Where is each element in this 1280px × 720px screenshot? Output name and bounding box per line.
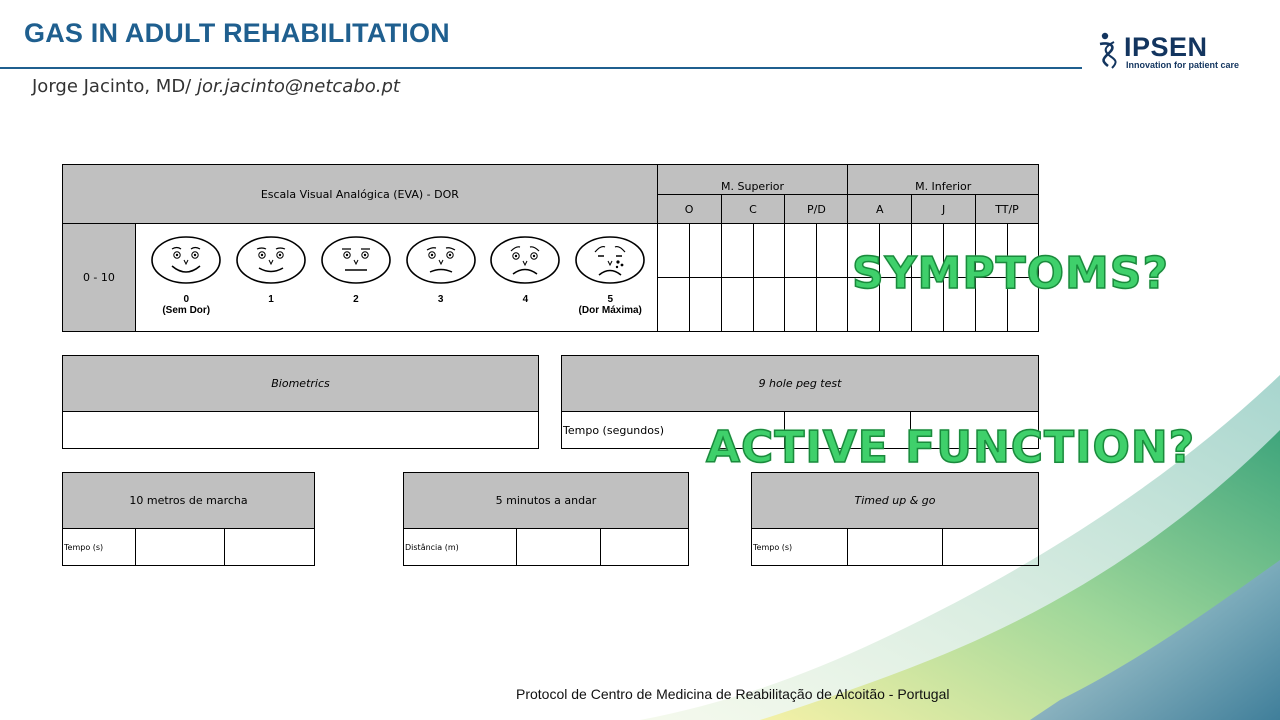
slight-frown-face-icon [405, 235, 476, 284]
score-cell[interactable] [688, 223, 722, 278]
author-name: Jorge Jacinto, MD/ [32, 76, 192, 97]
timed-up-go-header: Timed up & go [751, 472, 1039, 529]
upper-limb-header: M. Superior [656, 164, 849, 195]
happy-face-icon [151, 235, 222, 284]
walk-5min-header: 5 minutos a andar [403, 472, 689, 529]
score-cell[interactable] [752, 277, 786, 332]
smile-face-icon [236, 235, 306, 284]
slide-title: GAS IN ADULT REHABILITATION [24, 18, 450, 48]
walk-5min-cell[interactable] [515, 528, 602, 566]
range-label: 0 - 10 [62, 223, 136, 332]
score-cell[interactable] [656, 223, 690, 278]
sad-face-icon [490, 235, 561, 284]
face-0[interactable]: 0 (Sem Dor) [149, 235, 223, 316]
walk-10m-cell[interactable] [134, 528, 226, 566]
walk-5min-table: 5 minutos a andar Distância (m) [403, 472, 689, 566]
walk-10m-row-label: Tempo (s) [62, 528, 136, 566]
timed-up-go-table: Timed up & go Tempo (s) [751, 472, 1039, 566]
face-2[interactable]: 2 [319, 235, 393, 305]
faces-scale: 0 (Sem Dor) 1 [134, 223, 658, 332]
score-cell[interactable] [1006, 223, 1040, 278]
face-score: 2 [353, 293, 359, 305]
score-cell[interactable] [943, 223, 977, 278]
author-line: Jorge Jacinto, MD/ jor.jacinto@netcabo.p… [32, 76, 400, 97]
timed-up-go-cell[interactable] [942, 528, 1039, 566]
ipsen-logo: IPSEN Innovation for patient care [1096, 30, 1256, 75]
col-pd: P/D [784, 194, 849, 224]
col-c: C [720, 194, 786, 224]
face-score: 4 [522, 293, 529, 305]
score-cell[interactable] [1006, 277, 1040, 332]
face-score: 5 [607, 293, 614, 305]
col-j: J [911, 194, 977, 224]
score-cell[interactable] [943, 277, 977, 332]
score-cell[interactable] [911, 277, 945, 332]
footer-credit: Protocol de Centro de Medicina de Reabil… [516, 686, 950, 702]
walk-5min-cell[interactable] [600, 528, 689, 566]
active-function-overlay: ACTIVE FUNCTION? [705, 421, 1196, 474]
face-label: (Sem Dor) [162, 304, 211, 316]
score-cell[interactable] [656, 277, 690, 332]
timed-up-go-cell[interactable] [846, 528, 944, 566]
score-cell[interactable] [720, 277, 754, 332]
peg-test-table: 9 hole peg test Tempo (segundos) [561, 355, 1039, 449]
eva-pain-table: Escala Visual Analógica (EVA) - DOR M. S… [62, 164, 1040, 332]
peg-test-cell[interactable] [910, 411, 1039, 449]
symptoms-overlay: SYMPTOMS? [851, 247, 1169, 300]
score-cell[interactable] [784, 277, 818, 332]
face-label: (Dor Máxima) [578, 304, 642, 316]
score-cell[interactable] [847, 277, 881, 332]
face-score: 1 [268, 293, 274, 305]
score-cell[interactable] [752, 223, 786, 278]
score-cell[interactable] [975, 277, 1008, 332]
score-cell[interactable] [816, 277, 849, 332]
score-cell[interactable] [688, 277, 722, 332]
eva-title: Escala Visual Analógica (EVA) - DOR [62, 164, 658, 224]
score-cell[interactable] [816, 223, 849, 278]
col-a: A [847, 194, 913, 224]
score-cell[interactable] [879, 277, 913, 332]
ipsen-mark-icon [1099, 32, 1117, 69]
face-3[interactable]: 3 [404, 235, 478, 305]
score-cell[interactable] [720, 223, 754, 278]
peg-test-cell[interactable] [783, 411, 912, 449]
col-ttp: TT/P [975, 194, 1039, 224]
peg-test-header: 9 hole peg test [561, 355, 1039, 412]
neutral-face-icon [321, 235, 391, 284]
walk-10m-cell[interactable] [224, 528, 315, 566]
score-cell[interactable] [784, 223, 818, 278]
peg-test-row-label: Tempo (segundos) [561, 411, 785, 449]
face-score: 3 [437, 293, 444, 305]
face-5[interactable]: 5 (Dor Máxima) [573, 235, 647, 316]
lower-limb-header: M. Inferior [847, 164, 1039, 195]
logo-wordmark: IPSEN [1124, 32, 1208, 62]
walk-10m-table: 10 metros de marcha Tempo (s) [62, 472, 315, 566]
walk-10m-header: 10 metros de marcha [62, 472, 315, 529]
author-email: jor.jacinto@netcabo.pt [196, 76, 400, 97]
timed-up-go-row-label: Tempo (s) [751, 528, 848, 566]
col-o: O [656, 194, 722, 224]
walk-5min-row-label: Distância (m) [403, 528, 517, 566]
crying-face-icon [575, 235, 646, 284]
face-4[interactable]: 4 [488, 235, 562, 305]
logo-tagline: Innovation for patient care [1126, 60, 1240, 70]
title-divider [0, 67, 1082, 69]
biometrics-cell[interactable] [62, 411, 539, 449]
biometrics-table: Biometrics [62, 355, 539, 449]
face-score: 0 [183, 293, 190, 305]
face-1[interactable]: 1 [234, 235, 308, 305]
biometrics-header: Biometrics [62, 355, 539, 412]
